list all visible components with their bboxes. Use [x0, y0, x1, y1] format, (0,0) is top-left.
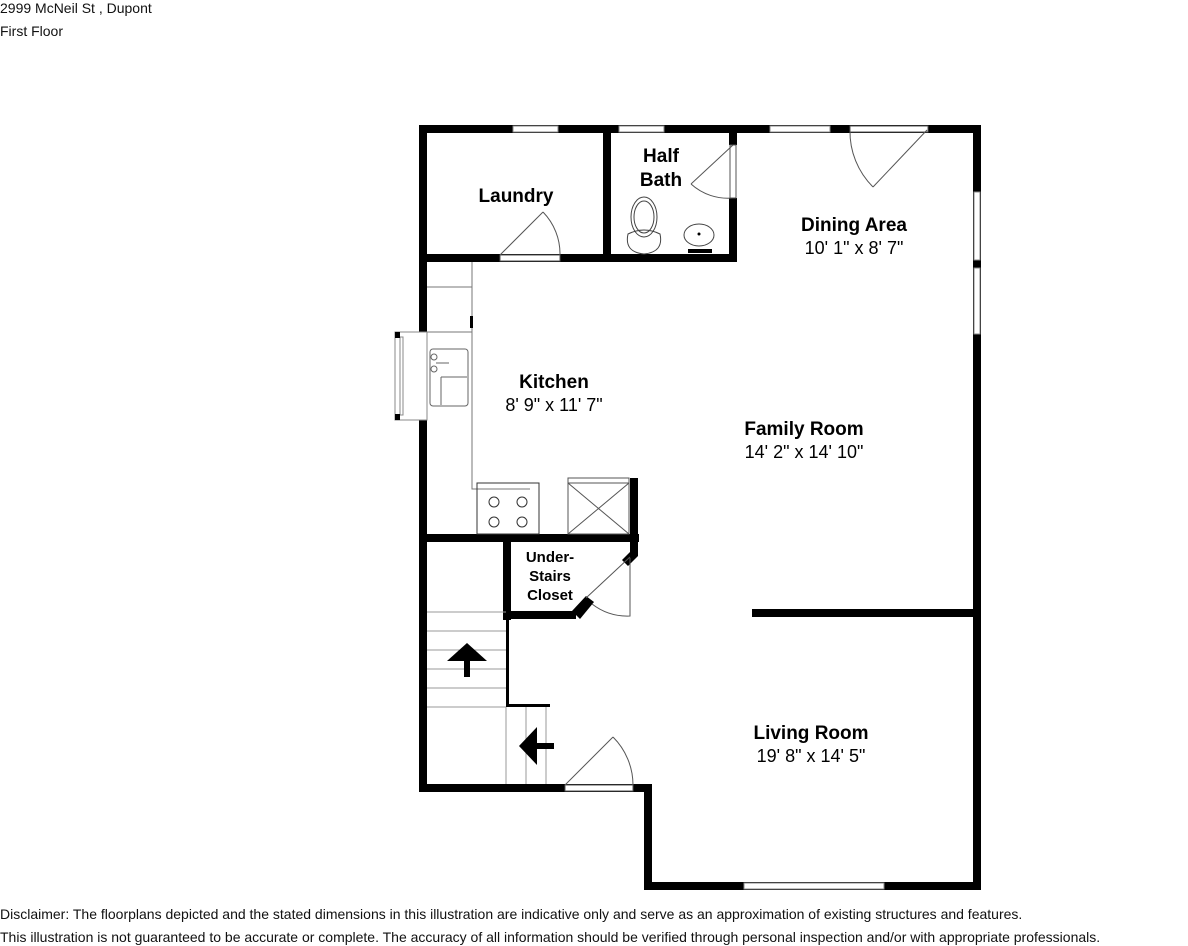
room-label-half-bath-line2: Bath	[640, 170, 682, 191]
disclaimer-line-1: Disclaimer: The floorplans depicted and …	[0, 906, 1023, 922]
door-swing-icon	[591, 558, 631, 617]
room-dimensions-family-room: 14' 2" x 14' 10"	[745, 442, 864, 462]
toilet-icon	[626, 196, 662, 255]
door-swing-icon	[542, 211, 561, 256]
room-label-family-room: Family Room	[744, 419, 863, 440]
stairs	[427, 611, 547, 784]
stairs-up-arrow-icon	[447, 643, 487, 677]
floor-label: First Floor	[0, 23, 63, 39]
property-address: 2999 McNeil St , Dupont	[0, 0, 152, 16]
room-label-dining-area: Dining Area	[801, 215, 907, 236]
sink-icon	[683, 223, 715, 253]
window-icon	[618, 125, 665, 133]
door-swing-icon	[690, 183, 734, 199]
stairs-left-arrow-icon	[519, 727, 554, 765]
room-label-half-bath-line1: Half	[643, 146, 680, 167]
kitchen-counter	[427, 262, 530, 490]
doors	[499, 125, 929, 792]
disclaimer-line-2: This illustration is not guaranteed to b…	[0, 929, 1101, 945]
room-dimensions-dining-area: 10' 1" x 8' 7"	[805, 238, 904, 258]
stove-icon	[476, 482, 540, 535]
window-icon	[973, 191, 981, 261]
refrigerator-icon	[567, 477, 630, 535]
window-icon	[973, 267, 981, 335]
room-dimensions-living-room: 19' 8" x 14' 5"	[757, 746, 866, 766]
window-icon	[769, 125, 831, 133]
room-label-living-room: Living Room	[753, 723, 868, 744]
door-swing-icon	[612, 736, 634, 786]
window-icon	[743, 882, 885, 890]
room-label-closet-line1: Under-	[526, 549, 574, 566]
window-icon	[512, 125, 559, 133]
kitchen-sink-icon	[429, 348, 469, 407]
room-label-closet-line2: Stairs	[529, 568, 571, 585]
room-label-kitchen: Kitchen	[519, 372, 589, 393]
windows	[394, 125, 981, 890]
room-dimensions-kitchen: 8' 9" x 11' 7"	[505, 395, 602, 415]
room-label-laundry: Laundry	[479, 186, 554, 207]
room-label-closet-line3: Closet	[527, 587, 573, 604]
door-swing-icon	[849, 129, 874, 188]
